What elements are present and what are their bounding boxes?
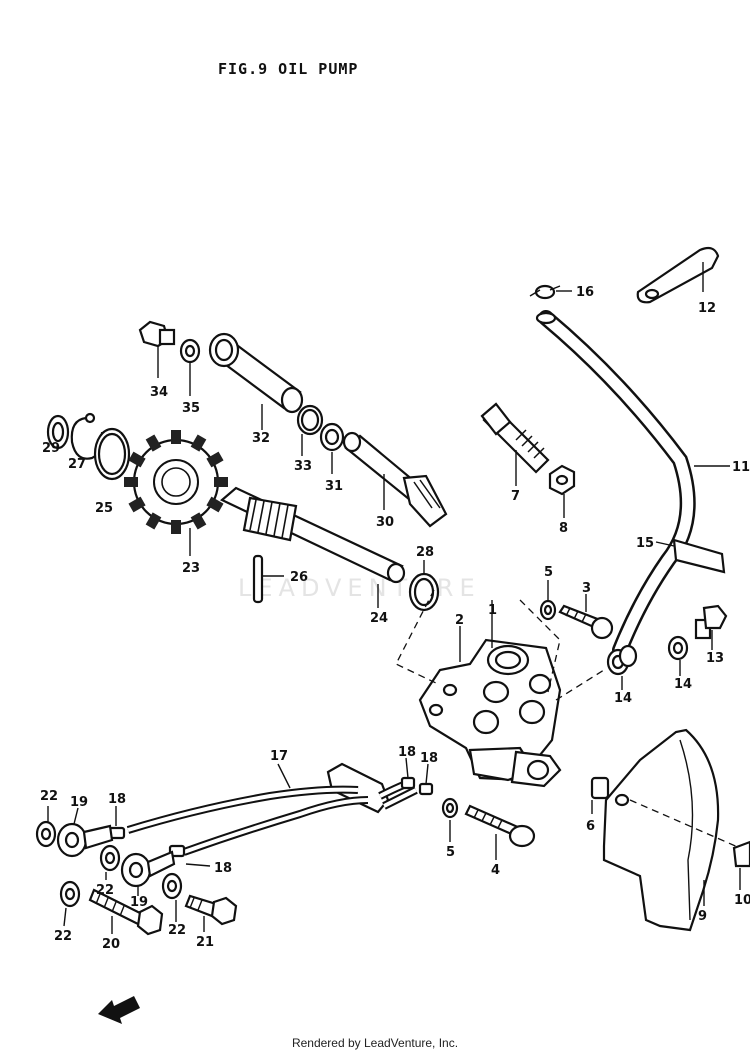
callout-12: 12 [698,301,716,316]
part-19-banjo-fittings [56,807,176,896]
part-12-bracket [636,246,720,304]
part-28-circlip [408,560,440,612]
callout-19-b: 19 [130,895,148,910]
part-21-bolt [184,894,238,932]
callout-26: 26 [290,570,308,585]
callout-21: 21 [196,935,214,950]
part-29-washer [46,414,70,450]
callout-9: 9 [698,909,707,924]
callout-18-d: 18 [214,861,232,876]
front-arrow-icon [98,996,140,1024]
callout-1: 1 [488,603,497,618]
part-7-bolt [480,402,550,486]
callout-4: 4 [491,863,500,878]
callout-24: 24 [370,611,388,626]
part-14-washer-right [667,635,689,676]
part-2-guide-lines [395,589,561,693]
part-23-gear [124,430,228,556]
part-17-oil-lines [126,762,418,856]
callout-25: 25 [95,501,113,516]
callout-33: 33 [294,459,312,474]
callout-31: 31 [325,479,343,494]
callout-22-c: 22 [54,929,72,944]
callout-14-right: 14 [674,677,692,692]
part-32-bushing [208,332,304,430]
callout-17: 17 [270,749,288,764]
callout-30: 30 [376,515,394,530]
part-30-drive-shaft [342,431,448,528]
callout-29: 29 [42,441,60,456]
part-14-guide [555,669,605,701]
callout-22-d: 22 [168,923,186,938]
callout-3: 3 [582,581,591,596]
callout-5-lower: 5 [446,845,455,860]
callout-14-left: 14 [614,691,632,706]
callout-13: 13 [706,651,724,666]
callout-2: 2 [455,613,464,628]
callout-16: 16 [576,285,594,300]
part-13-banjo-bolt [694,604,728,650]
figure-title: FIG.9 OIL PUMP [218,60,359,78]
part-34-banjo-bolt [138,320,176,378]
part-20-banjo-bolt [88,888,164,936]
part-14-washer-left [606,644,638,690]
callout-6: 6 [586,819,595,834]
part-11-oil-hose [535,310,730,658]
part-9-cover [602,728,741,932]
part-31-washer [319,422,345,474]
callout-18-c: 18 [108,792,126,807]
part-22-washers [35,806,183,927]
callout-20: 20 [102,937,120,952]
callout-18-b: 18 [420,751,438,766]
callout-5-upper: 5 [544,565,553,580]
part-25-shim [93,427,131,481]
callout-23: 23 [182,561,200,576]
callout-19-a: 19 [70,795,88,810]
part-4-bolt [464,804,536,860]
callout-28: 28 [416,545,434,560]
callout-35: 35 [182,401,200,416]
part-5-washer-upper [539,580,557,621]
part-18-clips [108,757,434,867]
part-5-washer-lower [441,797,459,842]
callout-22-b: 22 [96,883,114,898]
part-2-oil-pump-body [418,626,562,788]
part-24-gear-shaft [219,486,406,608]
part-8-nut [548,464,576,518]
part-16-clip [529,284,572,300]
part-3-screw [558,594,614,640]
callout-34: 34 [150,385,168,400]
callout-7: 7 [511,489,520,504]
part-15-clamp [655,538,726,574]
callout-18-a: 18 [398,745,416,760]
part-6-plug [590,776,610,814]
callout-32: 32 [252,431,270,446]
callout-8: 8 [559,521,568,536]
part-33-o-ring [296,404,324,456]
part-26-pin [252,554,284,604]
render-credit: Rendered by LeadVenture, Inc. [291,1036,459,1050]
part-35-washer [179,338,201,396]
callout-27: 27 [68,457,86,472]
part-10-bolt [732,840,750,890]
callout-10: 10 [734,893,750,908]
callout-22-a: 22 [40,789,58,804]
callout-15: 15 [636,536,654,551]
callout-11: 11 [732,460,750,475]
callout-labels: 1 2 3 4 5 5 6 7 8 9 10 11 12 13 14 14 15… [40,285,750,952]
